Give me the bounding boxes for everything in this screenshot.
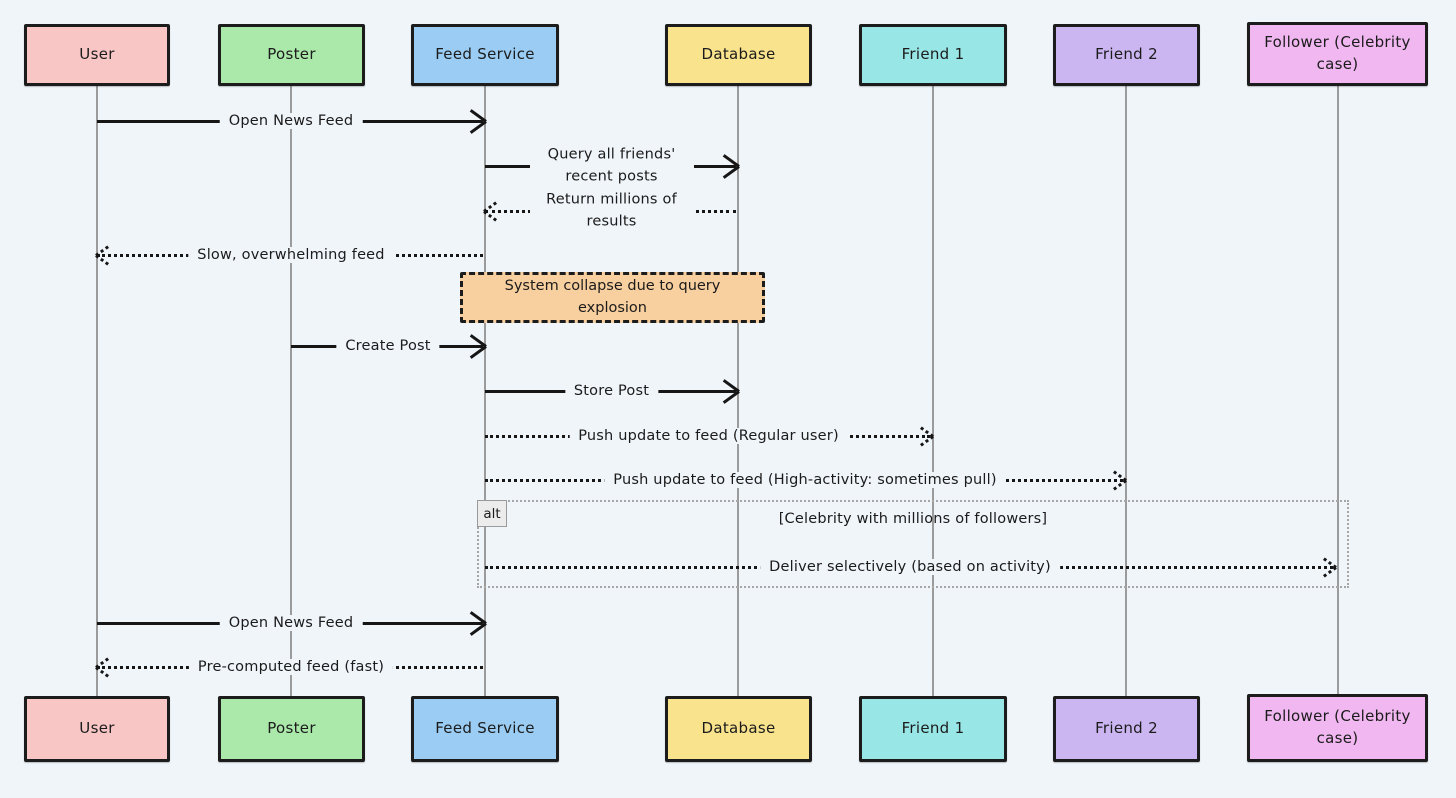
- actor-label: User: [79, 719, 115, 738]
- alt-fragment-operator: alt: [477, 500, 507, 527]
- lifeline-friend-1: [932, 86, 934, 696]
- actor-poster-bottom: Poster: [218, 696, 365, 762]
- note-system-collapse: System collapse due to query explosion: [460, 272, 765, 323]
- actor-friend-2-top: Friend 2: [1053, 24, 1200, 86]
- message-label: Push update to feed (Regular user): [569, 428, 848, 444]
- lifeline-poster: [290, 86, 292, 696]
- actor-friend-1-top: Friend 1: [859, 24, 1007, 86]
- message-label: Slow, overwhelming feed: [188, 247, 394, 263]
- actor-friend-2-bottom: Friend 2: [1053, 696, 1200, 762]
- actor-database-bottom: Database: [665, 696, 812, 762]
- alt-fragment-frame: alt [Celebrity with millions of follower…: [477, 500, 1349, 588]
- message-label: Push update to feed (High-activity: some…: [604, 472, 1006, 488]
- actor-label: Follower (Celebrity case): [1264, 707, 1411, 747]
- actor-label: Feed Service: [435, 719, 535, 738]
- message-label: Open News Feed: [219, 113, 363, 129]
- actor-label: Friend 1: [901, 719, 965, 738]
- actor-label: Database: [701, 719, 776, 738]
- message-label: Store Post: [564, 383, 659, 399]
- actor-feed-service-top: Feed Service: [411, 24, 559, 86]
- note-text: System collapse due to query explosion: [504, 277, 721, 316]
- message-label: Create Post: [336, 338, 440, 354]
- actor-label: Friend 1: [901, 45, 965, 64]
- actor-user-bottom: User: [24, 696, 170, 762]
- actor-label: Friend 2: [1095, 45, 1158, 64]
- actor-follower-top: Follower (Celebrity case): [1247, 22, 1428, 86]
- lifeline-friend-2: [1125, 86, 1127, 696]
- alt-fragment-condition: [Celebrity with millions of followers]: [778, 511, 1048, 527]
- actor-database-top: Database: [665, 24, 812, 86]
- message-label: Pre-computed feed (fast): [188, 659, 394, 675]
- actor-poster-top: Poster: [218, 24, 365, 86]
- actor-label: Poster: [267, 45, 316, 64]
- actor-user-top: User: [24, 24, 170, 86]
- actor-label: Follower (Celebrity case): [1264, 33, 1411, 73]
- actor-follower-bottom: Follower (Celebrity case): [1247, 694, 1428, 762]
- actor-feed-service-bottom: Feed Service: [411, 696, 559, 762]
- message-label: Query all friends' recent posts: [529, 143, 694, 189]
- actor-label: Friend 2: [1095, 719, 1158, 738]
- message-label: Return millions of results: [529, 188, 694, 234]
- message-label: Deliver selectively (based on activity): [760, 559, 1060, 575]
- actor-label: Poster: [267, 719, 316, 738]
- message-label: Open News Feed: [219, 615, 363, 631]
- lifeline-follower: [1337, 86, 1339, 696]
- actor-label: Database: [701, 45, 776, 64]
- actor-friend-1-bottom: Friend 1: [859, 696, 1007, 762]
- actor-label: Feed Service: [435, 45, 535, 64]
- actor-label: User: [79, 45, 115, 64]
- lifeline-user: [96, 86, 98, 696]
